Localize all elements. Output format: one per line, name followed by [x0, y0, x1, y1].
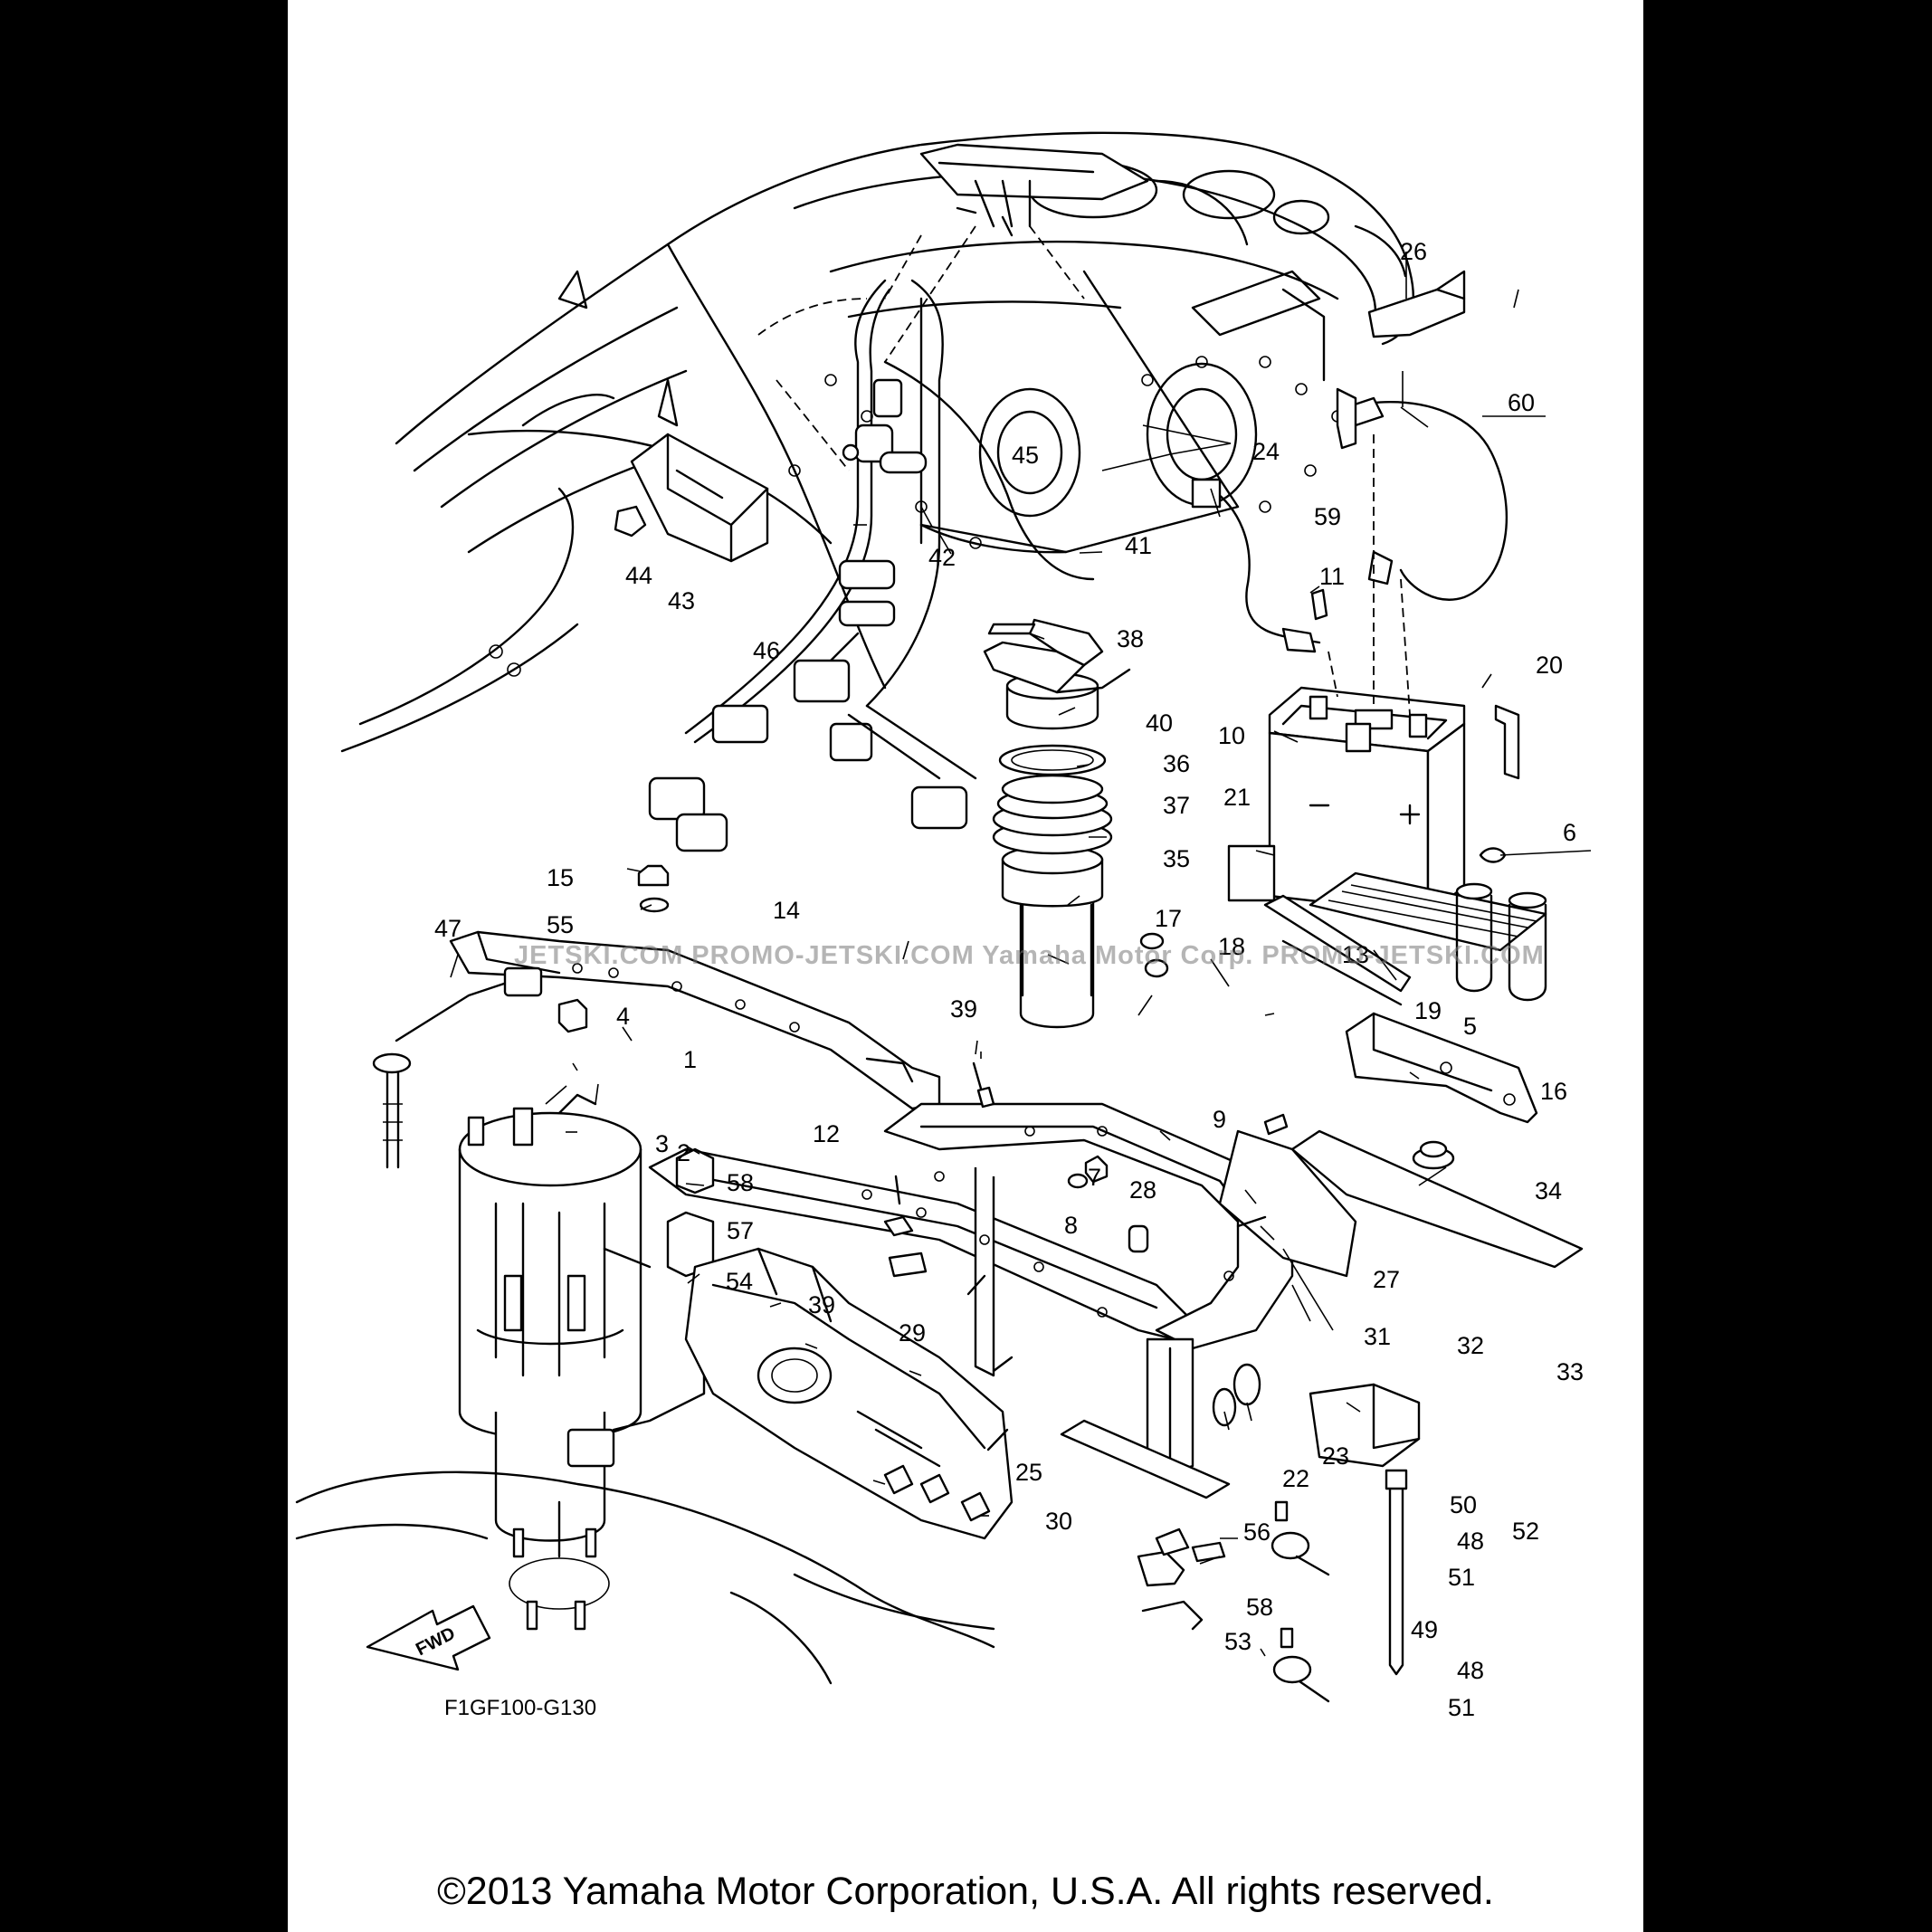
callout-numbers: 1 2 3 4 5 6 7 8 9 10 11 12 13 14 15 16 1…	[434, 238, 1584, 1721]
diagram-code: F1GF100-G130	[444, 1696, 596, 1720]
callout-34: 34	[1535, 1177, 1562, 1204]
callout-31: 31	[1364, 1323, 1391, 1350]
callout-16: 16	[1540, 1078, 1567, 1105]
callout-26: 26	[1400, 238, 1427, 265]
callout-13: 13	[1342, 941, 1369, 968]
fwd-arrow-icon	[366, 1604, 491, 1671]
callout-51a: 51	[1448, 1564, 1475, 1591]
bracket-20	[1494, 704, 1520, 780]
callout-48b: 48	[1457, 1657, 1484, 1684]
leader-lines	[450, 252, 1592, 1657]
callout-53: 53	[1224, 1628, 1252, 1655]
callout-33: 33	[1556, 1358, 1584, 1385]
grommet-34	[1412, 1140, 1455, 1170]
callout-4: 4	[616, 1003, 630, 1030]
callout-35: 35	[1163, 845, 1190, 872]
callout-30: 30	[1045, 1508, 1072, 1535]
callout-22: 22	[1282, 1465, 1309, 1492]
meter-unit	[884, 143, 1149, 363]
bracket-43	[614, 433, 769, 563]
callout-47: 47	[434, 915, 462, 942]
callout-9: 9	[1213, 1106, 1226, 1133]
callout-39b: 39	[808, 1291, 835, 1318]
callout-54: 54	[726, 1268, 753, 1295]
callout-58b: 58	[1246, 1594, 1273, 1621]
callout-12: 12	[813, 1120, 840, 1147]
small-parts	[637, 588, 1507, 1703]
callout-50: 50	[1450, 1491, 1477, 1518]
callout-11: 11	[1319, 563, 1345, 590]
callout-56: 56	[1243, 1518, 1271, 1546]
callout-14: 14	[773, 897, 800, 924]
callout-48a: 48	[1457, 1528, 1484, 1555]
callout-40: 40	[1146, 709, 1173, 737]
callout-20: 20	[1536, 652, 1563, 679]
watermark: JETSKI.COM PROMO-JETSKI.COM Yamaha Motor…	[514, 941, 1545, 970]
callout-28: 28	[1129, 1176, 1156, 1204]
callout-51b: 51	[1448, 1694, 1475, 1721]
bracket-24	[1336, 387, 1357, 450]
callout-36: 36	[1163, 750, 1190, 777]
electrical-box	[684, 1247, 1014, 1540]
callout-2: 2	[677, 1139, 690, 1166]
sender-47	[372, 966, 588, 1169]
callout-45: 45	[1012, 442, 1039, 469]
callout-32: 32	[1457, 1332, 1484, 1359]
vent-hose-5	[1455, 882, 1547, 1002]
fuel-pump-cable-2-3	[603, 1147, 715, 1432]
callout-17: 17	[1155, 905, 1182, 932]
copyright-notice: ©2013 Yamaha Motor Corporation, U.S.A. A…	[437, 1870, 1494, 1913]
filler-neck-35	[992, 774, 1113, 1029]
callout-42: 42	[928, 544, 956, 571]
callout-15: 15	[547, 864, 574, 891]
callout-18: 18	[1218, 933, 1245, 960]
callout-46: 46	[753, 637, 780, 664]
bracket-26	[1367, 270, 1466, 338]
filler-gasket-37	[998, 744, 1107, 776]
battery-pad-21	[1227, 844, 1276, 902]
callout-19: 19	[1414, 997, 1442, 1024]
callout-27: 27	[1373, 1266, 1400, 1293]
callout-57: 57	[727, 1217, 754, 1244]
callout-43: 43	[668, 587, 695, 614]
callout-52: 52	[1512, 1518, 1539, 1545]
main-wire-harness	[648, 234, 977, 852]
parts-diagram-sheet: 1 2 3 4 5 6 7 8 9 10 11 12 13 14 15 16 1…	[288, 0, 1643, 1932]
callout-29: 29	[899, 1319, 926, 1347]
cap-strap-38-40	[983, 618, 1131, 694]
callout-10: 10	[1218, 722, 1245, 749]
callout-1: 1	[683, 1046, 697, 1073]
callout-6: 6	[1563, 819, 1576, 846]
callout-23: 23	[1322, 1442, 1349, 1470]
callout-58a: 58	[727, 1169, 754, 1196]
callout-59: 59	[1314, 503, 1341, 530]
main-frame-12	[648, 1102, 1294, 1477]
callout-5: 5	[1463, 1013, 1477, 1040]
callout-21: 21	[1223, 784, 1251, 811]
callout-39a: 39	[950, 995, 977, 1023]
callout-49: 49	[1411, 1616, 1438, 1643]
deck-outline	[340, 131, 1414, 753]
callout-55: 55	[547, 911, 574, 938]
exploded-parts-drawing: 1 2 3 4 5 6 7 8 9 10 11 12 13 14 15 16 1…	[295, 131, 1592, 1721]
callout-38: 38	[1117, 625, 1144, 652]
callout-3: 3	[655, 1130, 669, 1157]
callout-7: 7	[1088, 1164, 1101, 1191]
callout-8: 8	[1064, 1212, 1078, 1239]
hull-floor	[295, 1470, 995, 1685]
callout-24: 24	[1252, 438, 1280, 465]
callout-44: 44	[625, 562, 652, 589]
bracket-16	[1345, 1012, 1538, 1124]
fuel-pump-1	[458, 1093, 642, 1542]
callout-41: 41	[1125, 532, 1152, 559]
battery-10	[1268, 686, 1466, 916]
bracket-13	[1263, 894, 1412, 1006]
frame-plate-31-32	[1218, 1129, 1584, 1278]
battery-cables	[1191, 396, 1508, 716]
callout-25: 25	[1015, 1459, 1042, 1486]
callout-60: 60	[1508, 389, 1535, 416]
callout-37: 37	[1163, 792, 1190, 819]
